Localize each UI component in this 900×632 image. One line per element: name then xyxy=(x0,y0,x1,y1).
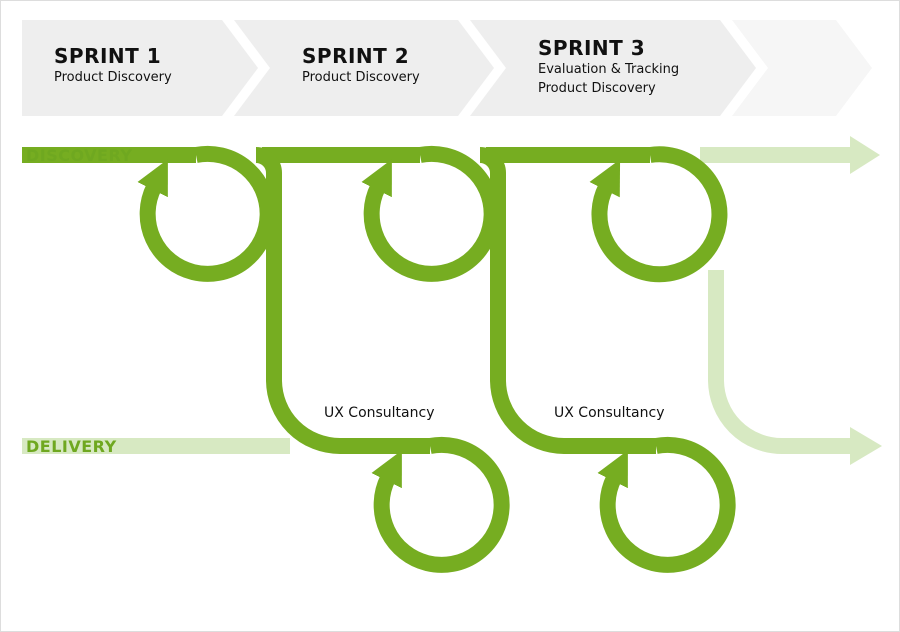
discovery-arrowhead xyxy=(850,136,880,174)
sprint-3-discovery-loop xyxy=(589,146,728,283)
sprint-3-title: SPRINT 3 xyxy=(538,36,646,60)
delivery-arrowhead xyxy=(850,427,882,465)
sprint-1-delivery-transition xyxy=(255,147,430,454)
ux-consultancy-label-2: UX Consultancy xyxy=(554,405,665,421)
ux-consultancy-label-1: UX Consultancy xyxy=(324,405,435,421)
sprint-3-subtitle-line-1: Evaluation & Tracking xyxy=(538,62,680,77)
sprint-2-subtitle: Product Discovery xyxy=(302,70,420,85)
sprint-3-delivery-transition xyxy=(708,270,852,454)
sprint-3-header: SPRINT 3 Evaluation & Tracking Product D… xyxy=(538,36,679,98)
sprint-2-chevron xyxy=(234,20,494,116)
sprint-1-header: SPRINT 1 Product Discovery xyxy=(54,44,172,87)
sprint-2-title: SPRINT 2 xyxy=(302,44,410,68)
sprint-3-delivery-loop xyxy=(597,436,736,573)
sprint-1-subtitle: Product Discovery xyxy=(54,70,172,85)
sprint-2-delivery-loop xyxy=(371,436,510,573)
sprint-3-chevron xyxy=(470,20,756,116)
sprint-3-subtitle-line-2: Product Discovery xyxy=(538,81,656,96)
sprint-2-discovery-loop xyxy=(361,145,500,282)
sprint-1-title: SPRINT 1 xyxy=(54,44,162,68)
delivery-lane-label: DELIVERY xyxy=(26,437,117,456)
sprint-2-delivery-transition xyxy=(479,147,656,454)
future-sprint-chevron xyxy=(732,20,872,116)
discovery-lane-label: DISCOVERY xyxy=(26,146,133,165)
sprint-1-discovery-loop xyxy=(137,145,276,282)
sprint-2-header: SPRINT 2 Product Discovery xyxy=(302,44,420,87)
sprint-1-chevron xyxy=(22,20,258,116)
